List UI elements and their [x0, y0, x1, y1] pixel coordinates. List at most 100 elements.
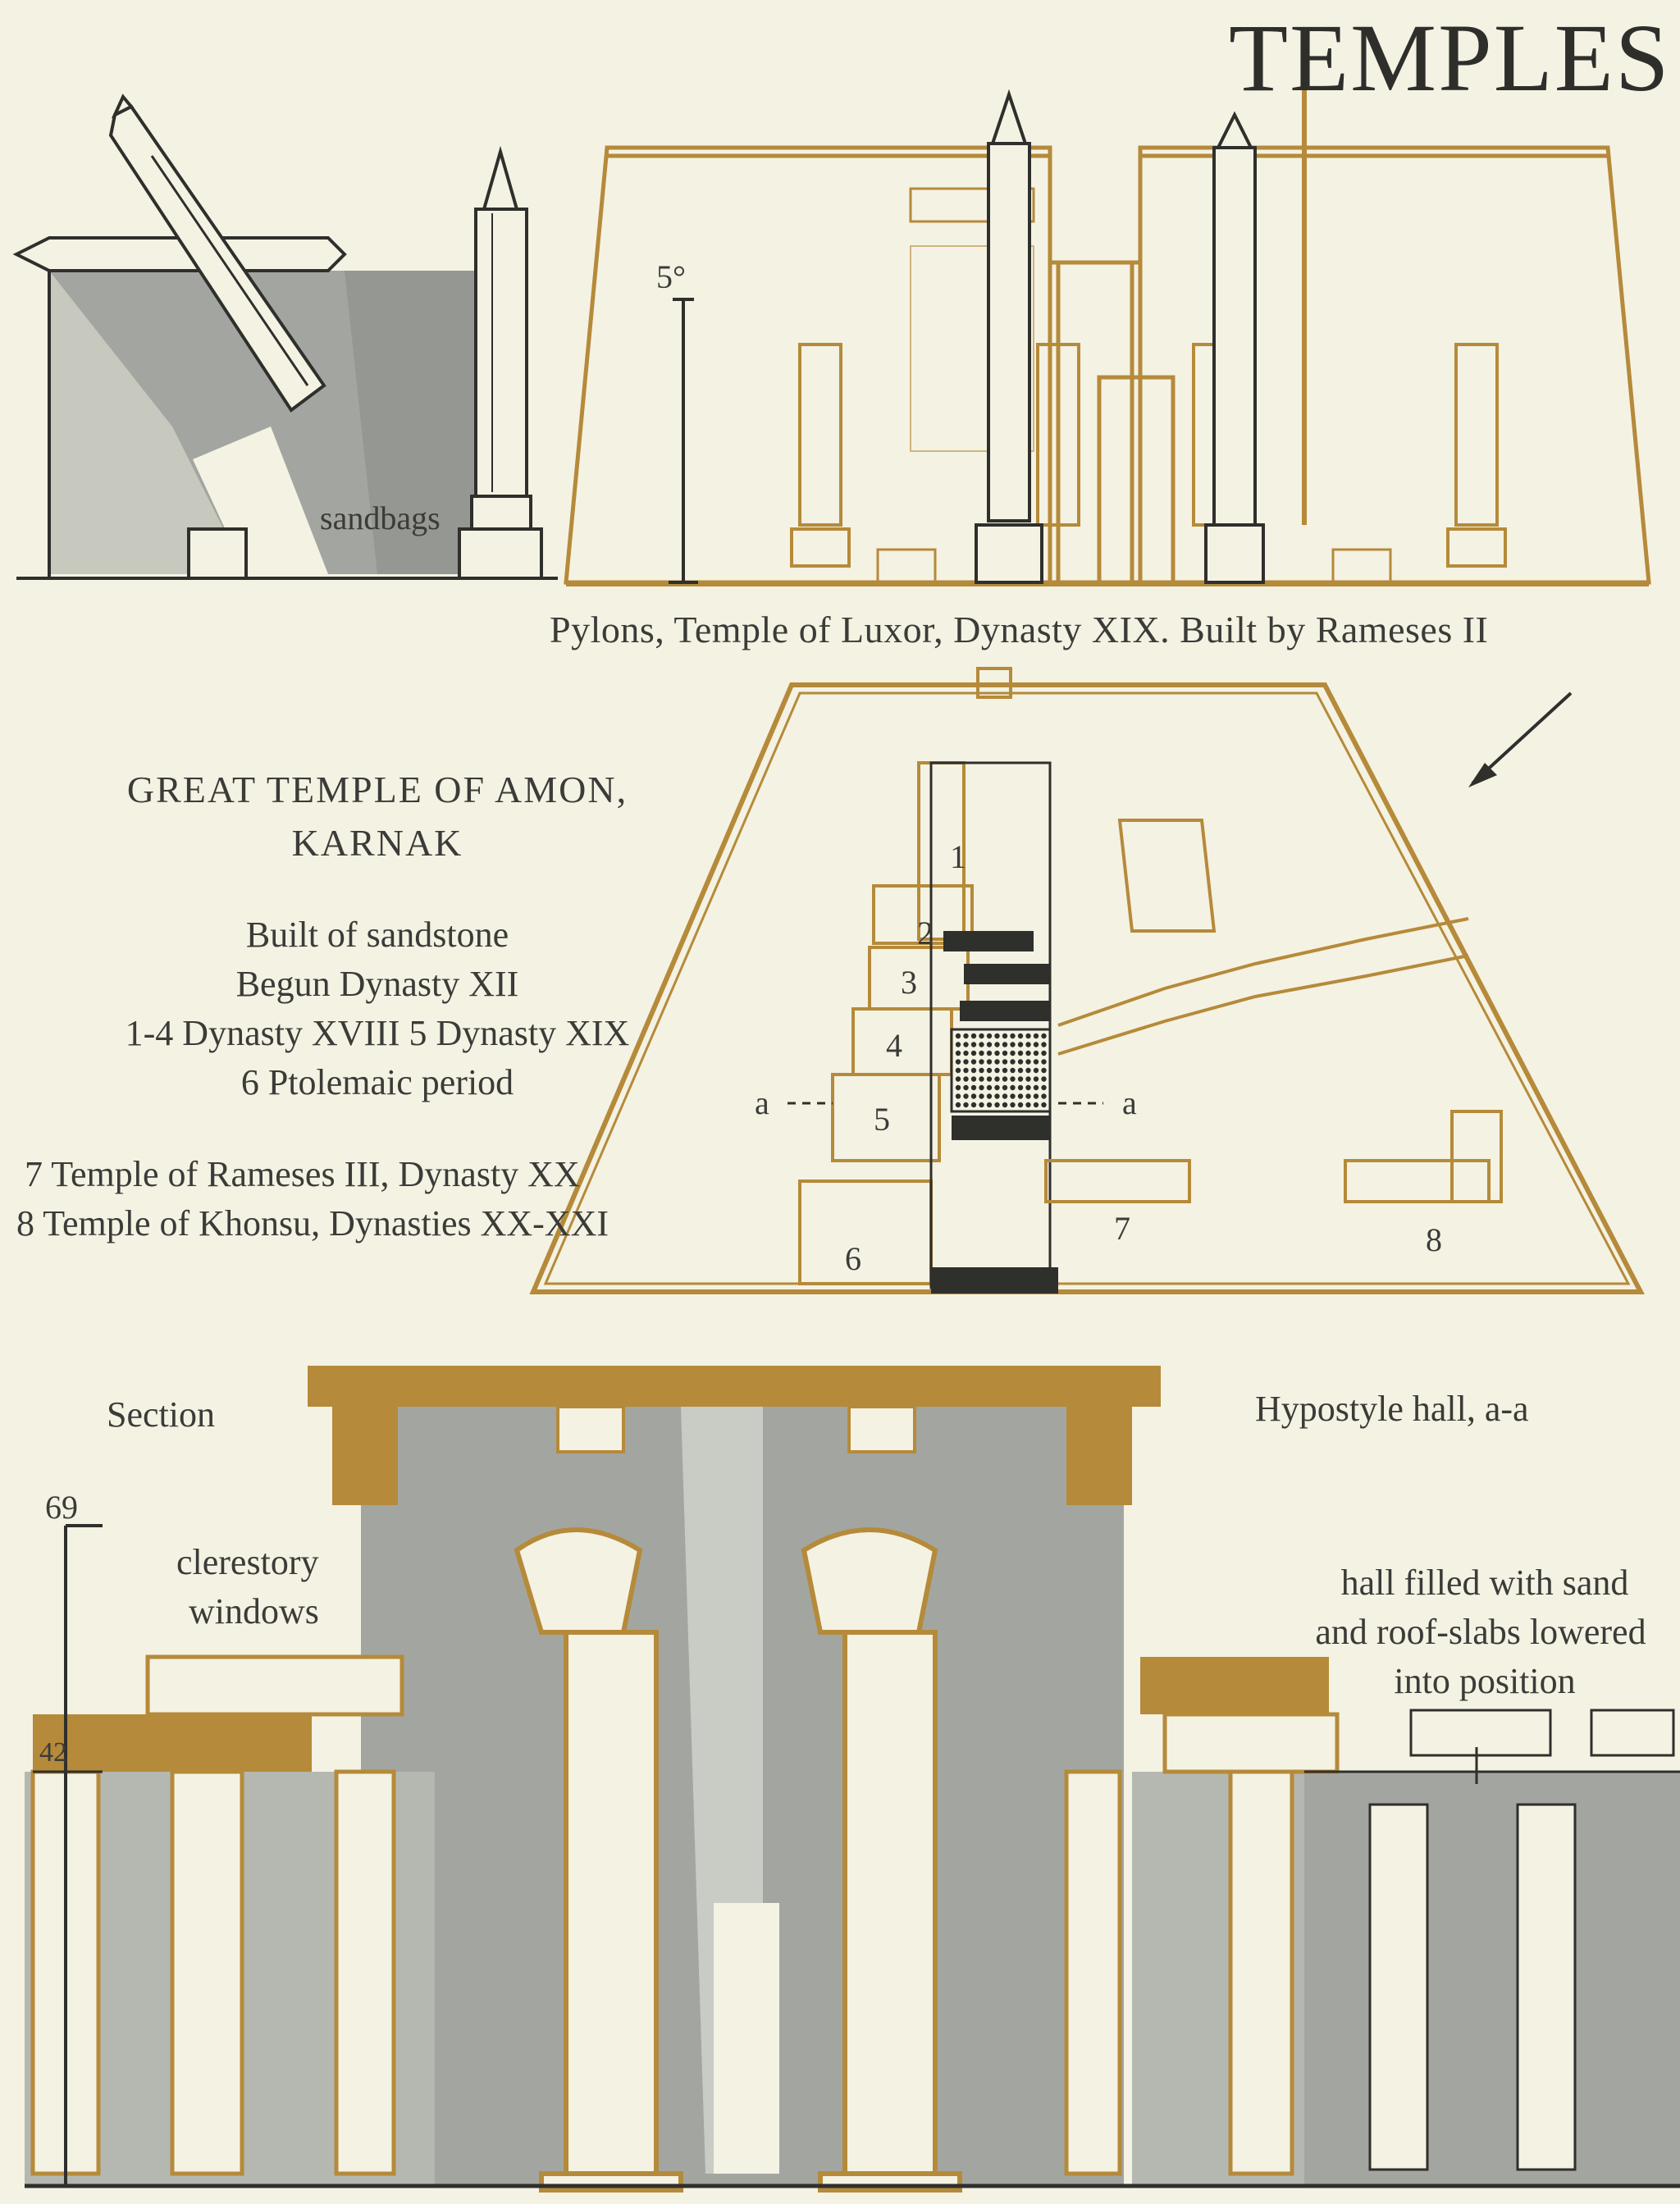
column-dot: [979, 1076, 984, 1082]
column-dot: [1017, 1093, 1024, 1099]
column-dot: [955, 1093, 961, 1099]
karnak-legend-8: 8 Temple of Khonsu, Dynasties XX-XXI: [16, 1203, 609, 1243]
column-dot: [1033, 1042, 1039, 1047]
column-dot: [1033, 1102, 1039, 1108]
column-dot: [970, 1093, 977, 1099]
column-dot: [994, 1084, 1000, 1091]
plan-number-5: 5: [874, 1101, 890, 1138]
column-dot: [1002, 1084, 1008, 1091]
clerestory-label-line1: clerestory: [176, 1542, 319, 1582]
column-dot: [986, 1067, 993, 1074]
hypostyle-hall-drawing: [25, 1366, 1680, 2193]
column-dot: [1002, 1093, 1008, 1099]
column-dot: [970, 1067, 977, 1074]
column-dot: [1033, 1093, 1039, 1099]
luxor-caption: Pylons, Temple of Luxor, Dynasty XIX. Bu…: [550, 609, 1489, 650]
column-dot: [955, 1076, 961, 1082]
column-dot: [1033, 1067, 1039, 1074]
column-dot: [970, 1042, 977, 1047]
column-dot: [1041, 1076, 1047, 1082]
column-dot: [1033, 1076, 1039, 1082]
column-dot: [1033, 1059, 1039, 1065]
karnak-note-2: Begun Dynasty XII: [235, 964, 519, 1004]
column-dot: [955, 1042, 961, 1047]
column-dot: [963, 1084, 969, 1091]
karnak-legend-7: 7 Temple of Rameses III, Dynasty XX: [25, 1154, 580, 1194]
construction-note-line3: into position: [1394, 1661, 1576, 1701]
karnak-dark-blocks: [931, 931, 1058, 1294]
karnak-heading-line2: KARNAK: [291, 822, 463, 864]
karnak-note-3: 1-4 Dynasty XVIII 5 Dynasty XIX: [125, 1013, 630, 1053]
column-dot: [1017, 1059, 1024, 1065]
height-label-42: 42: [39, 1737, 67, 1768]
column-dot: [1010, 1042, 1016, 1047]
column-dot: [1025, 1059, 1031, 1065]
column-dot: [979, 1093, 984, 1099]
column-dot: [1010, 1067, 1016, 1074]
hypostyle-column-dots: [950, 1028, 1052, 1113]
karnak-plan-drawing: [529, 667, 1645, 1294]
column-dot: [1017, 1050, 1024, 1056]
karnak-heading-line1: GREAT TEMPLE OF AMON,: [126, 769, 628, 810]
column-dot: [1041, 1093, 1047, 1099]
column-dot: [979, 1033, 984, 1039]
column-dot: [1025, 1102, 1031, 1108]
column-dot: [1010, 1102, 1016, 1108]
clerestory-label-line2: windows: [189, 1591, 319, 1631]
column-dot: [955, 1102, 961, 1108]
plan-number-6: 6: [845, 1240, 861, 1277]
column-dot: [1002, 1102, 1008, 1108]
plan-number-2: 2: [917, 915, 934, 951]
column-dot: [979, 1084, 984, 1091]
column-dot: [963, 1093, 969, 1099]
column-dot: [1002, 1076, 1008, 1082]
column-dot: [955, 1050, 961, 1056]
column-dot: [1041, 1033, 1047, 1039]
luxor-pylons-drawing: [564, 82, 1651, 586]
luxor-obelisks: [975, 89, 1265, 584]
plan-number-1: 1: [950, 838, 966, 875]
column-dot: [1002, 1033, 1008, 1039]
column-dot: [1041, 1050, 1047, 1056]
column-dot: [1017, 1067, 1024, 1074]
column-dot: [1025, 1033, 1031, 1039]
column-dot: [1010, 1059, 1016, 1065]
column-dot: [963, 1059, 969, 1065]
column-dot: [970, 1033, 977, 1039]
column-dot: [1002, 1059, 1008, 1065]
column-dot: [986, 1093, 993, 1099]
column-dot: [955, 1059, 961, 1065]
column-dot: [986, 1033, 993, 1039]
column-dot: [994, 1059, 1000, 1065]
column-dot: [1041, 1042, 1047, 1047]
plan-number-4: 4: [886, 1027, 902, 1064]
column-dot: [994, 1093, 1000, 1099]
column-dot: [986, 1102, 993, 1108]
column-dot: [970, 1050, 977, 1056]
column-dot: [970, 1102, 977, 1108]
column-dot: [1033, 1084, 1039, 1091]
column-dot: [1025, 1093, 1031, 1099]
karnak-note-1: Built of sandstone: [245, 915, 509, 955]
page-title: TEMPLES: [1229, 4, 1671, 112]
obelisk-raising-drawing: [12, 94, 558, 580]
column-dot: [979, 1059, 984, 1065]
column-dot: [1010, 1050, 1016, 1056]
column-dot: [1002, 1050, 1008, 1056]
column-dot: [955, 1033, 961, 1039]
column-dot: [1041, 1059, 1047, 1065]
column-dot: [994, 1067, 1000, 1074]
column-dot: [1041, 1102, 1047, 1108]
column-dot: [986, 1084, 993, 1091]
column-dot: [1025, 1067, 1031, 1074]
column-dot: [1025, 1076, 1031, 1082]
column-dot: [1017, 1042, 1024, 1047]
column-dot: [1041, 1067, 1047, 1074]
luxor-scale-label: 5°: [656, 258, 686, 295]
column-dot: [986, 1076, 993, 1082]
hypostyle-hall-label: Hypostyle hall, a-a: [1255, 1389, 1529, 1429]
plan-number-8: 8: [1426, 1221, 1442, 1258]
column-dot: [994, 1102, 1000, 1108]
column-dot: [1010, 1033, 1016, 1039]
